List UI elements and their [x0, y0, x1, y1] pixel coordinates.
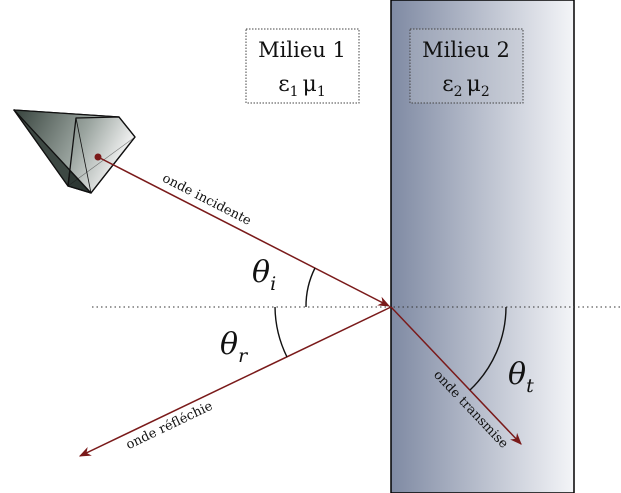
incident-angle-label: θi: [252, 255, 276, 295]
incident-ray: [97, 156, 391, 307]
incident-angle-arc: [305, 267, 316, 308]
transmitted-angle-label: θt: [508, 357, 534, 397]
incident-wave-label: onde incidente: [160, 171, 254, 229]
medium-1-name: Milieu 1: [258, 38, 346, 62]
medium-2-eps: ε: [442, 72, 453, 97]
transmitted-ray: [390, 306, 522, 445]
reflected-angle-label: θr: [220, 327, 249, 367]
medium-2-eps-sub: 2: [454, 84, 463, 100]
medium-1-mu-sub: 1: [317, 84, 326, 100]
medium-2-mu-sub: 2: [481, 84, 490, 100]
reflected-wave-label: onde réfléchie: [124, 399, 216, 453]
medium-2-mu: μ: [467, 72, 481, 97]
medium-2-name: Milieu 2: [422, 38, 510, 62]
medium-1-eps: ε: [278, 72, 289, 97]
wave-source-prism: [13, 109, 136, 194]
medium-2-slab: [390, 0, 575, 493]
reflected-ray: [78, 306, 392, 457]
medium-1-mu: μ: [303, 72, 317, 97]
reflected-angle-arc: [274, 306, 288, 358]
medium-1-eps-sub: 1: [290, 84, 299, 100]
transmitted-angle-arc: [469, 306, 507, 391]
